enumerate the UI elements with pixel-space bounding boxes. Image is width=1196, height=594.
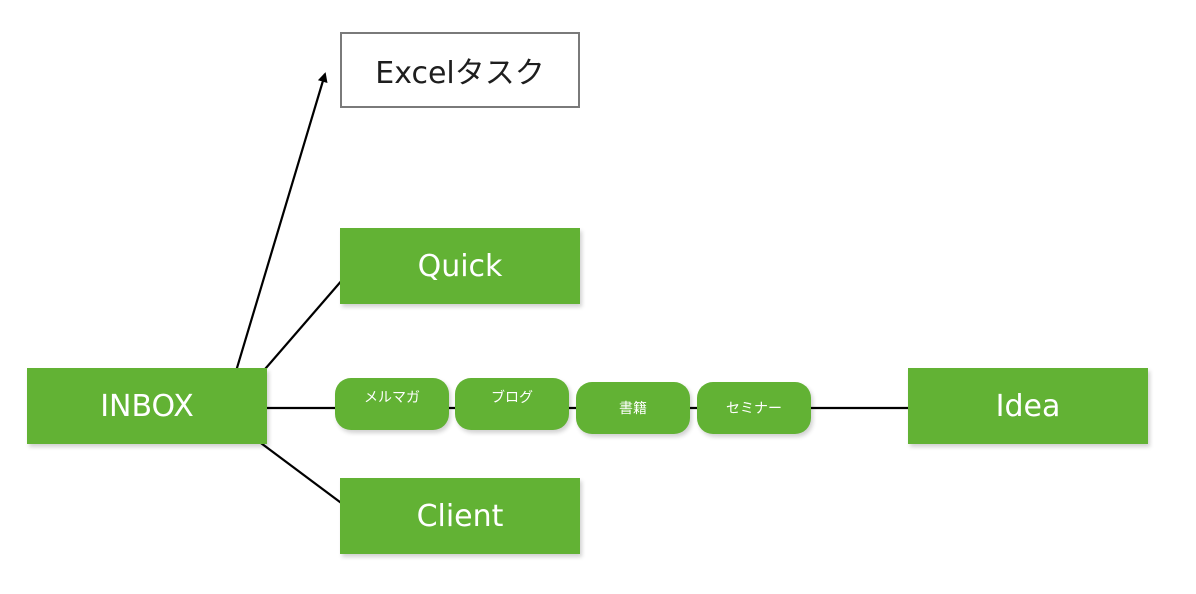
arrow-inbox-to-excel [226, 72, 328, 399]
client-label: Client [416, 498, 504, 534]
pipeline-item-book: 書籍 [576, 382, 690, 434]
client-box: Client [340, 478, 580, 554]
pipeline-item-mailmag: メルマガ [335, 378, 449, 430]
pipeline-label: 書籍 [619, 401, 647, 417]
pipeline-label: メルマガ [364, 390, 420, 406]
excel-task-label: Excelタスク [375, 56, 545, 91]
inbox-label: INBOX [100, 388, 194, 424]
pipeline-item-blog: ブログ [455, 378, 569, 430]
inbox-box: INBOX [27, 368, 267, 444]
idea-label: Idea [995, 388, 1061, 424]
quick-box: Quick [340, 228, 580, 304]
idea-box: Idea [908, 368, 1148, 444]
quick-label: Quick [417, 248, 503, 284]
pipeline-label: セミナー [726, 401, 782, 417]
pipeline-label: ブログ [491, 390, 533, 406]
excel-task-box: Excelタスク [340, 32, 580, 108]
pipeline-item-seminar: セミナー [697, 382, 811, 434]
